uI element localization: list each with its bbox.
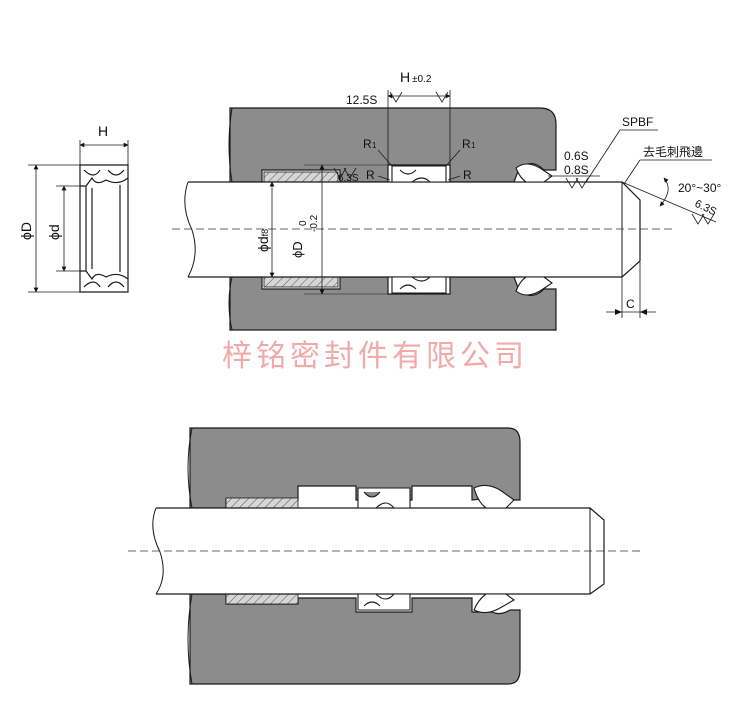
groove-width-tolerance: ±0.2: [412, 74, 432, 85]
assembled-wiper-upper: [473, 484, 515, 509]
seal-outer-dia-label: ϕD: [18, 222, 34, 240]
radius-right-label: R: [462, 137, 471, 151]
guide-ring-lower: [263, 276, 339, 288]
rod-seal-upper: [391, 165, 447, 183]
seal-top-profile: [79, 164, 129, 187]
groove-dia-tol-upper: 0: [298, 220, 309, 226]
radius-right-sub: 1: [471, 141, 476, 150]
finish-63-label: 6.3S: [338, 173, 359, 184]
chamfer-angle-label: 20°~30°: [678, 181, 722, 195]
rod-seal-lower: [391, 276, 447, 294]
rod-dia-label: ϕdf8: [255, 229, 271, 252]
rod-dia-symbol: ϕd: [255, 236, 271, 252]
seal-inner-dia-label: ϕd: [46, 224, 62, 240]
wiper-seal-lower: [515, 276, 553, 296]
assembled-wiper-lower: [473, 593, 515, 614]
groove-dia-label: ϕD: [290, 241, 305, 258]
r-left-label: R: [366, 168, 375, 182]
groove-finish-label: 12.5S: [346, 93, 377, 107]
seal-width-label: H: [98, 123, 108, 139]
radius-left-sub: 1: [372, 141, 377, 150]
groove-dia-tol-lower: -0.2: [309, 214, 320, 232]
installation-view: [172, 90, 717, 331]
wiper-seal-upper: [515, 163, 553, 183]
assembled-housing-lower: [189, 593, 521, 685]
finish-symbol-groove-right: [435, 91, 449, 103]
groove-width-label: H: [400, 69, 410, 85]
seal-section-view: [28, 140, 129, 293]
assembled-housing-upper: [189, 427, 521, 509]
finish-06-label: 0.6S: [564, 149, 589, 163]
radius-left-label: R: [363, 137, 372, 151]
seal-bottom-lip: [83, 281, 125, 288]
deburr-note: 去毛刺飛邊: [643, 145, 703, 159]
r-right-label: R: [463, 168, 472, 182]
finish-08-label: 0.8S: [564, 163, 589, 177]
guide-ring-upper: [263, 171, 339, 183]
finish-symbol-63: [333, 167, 357, 179]
assembled-guide-ring-lower: [225, 593, 299, 605]
assembled-view: [128, 427, 642, 685]
watermark: 梓铭密封件有限公司: [222, 339, 528, 374]
wiper-type-label: SPBF: [622, 115, 653, 129]
assembled-guide-ring-upper: [225, 497, 299, 509]
rod: [188, 181, 641, 278]
chamfer-finish-label: 6.3S: [693, 198, 719, 218]
chamfer-length-label: C: [626, 297, 635, 311]
assembled-rod-seal-upper: [357, 487, 411, 509]
assembled-rod-seal-lower: [357, 593, 411, 611]
seal-bottom-profile: [79, 270, 129, 293]
finish-symbol-chamfer: [691, 213, 715, 225]
seal-top-lip: [83, 169, 125, 176]
rod-dia-tolerance: f8: [260, 229, 270, 237]
finish-symbol-groove-left: [389, 91, 403, 103]
